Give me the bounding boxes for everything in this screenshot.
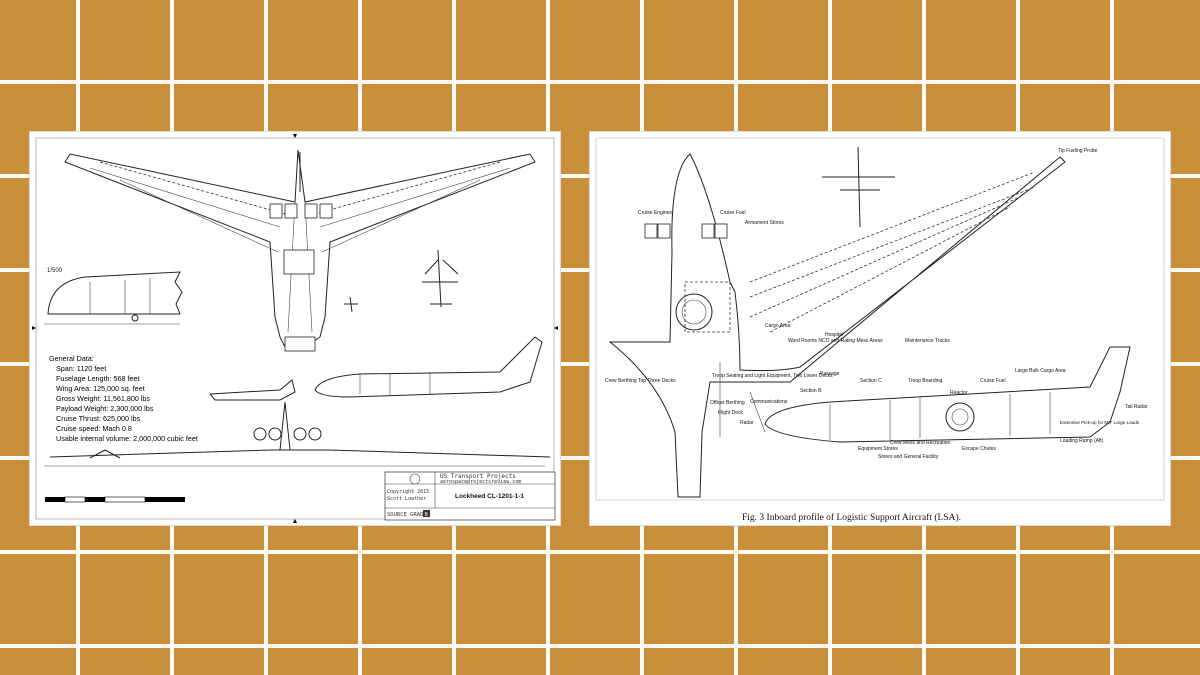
lsa-inboard-profile-drawing: Cruise Engines Cruise Fuel Armament Stor… [595,137,1165,523]
scale-label: 1/500 [47,268,63,274]
copyright-line-1: Copyright 2015 [387,489,429,495]
website-text: aerospaceprojectsreview.com [440,479,521,485]
spec-line: Cruise Thrust: 625,000 lbs [56,414,141,423]
right-blueprint-panel: Cruise Engines Cruise Fuel Armament Stor… [590,132,1170,525]
label-section-b: Section B [800,388,822,394]
spec-line: Wing Area: 125,000 sq. feet [56,384,145,393]
label-radar: Radar [740,420,754,426]
label-hospital: Hospital [825,332,843,338]
label-crew-berthing: Crew Berthing Top Three Decks [605,378,676,384]
drawing-title: Lockheed CL-1201-1-1 [455,493,524,500]
left-blueprint-panel: 1/500 General Data: Span: 1120 feet Fuse… [30,132,560,525]
label-extensive-pickup: Extensive Pick-up for MIT Large Loads [1060,420,1140,425]
label-maintenance-trucks: Maintenance Trucks [905,338,950,344]
label-officer-berthing: Officer Berthing [710,400,745,406]
copyright-line-2: Scott Lowther [387,496,426,502]
callout-labels: Cruise Engines Cruise Fuel Armament Stor… [605,148,1148,460]
label-troop-seating: Troop Seating and Light Equipment, Two L… [712,373,833,379]
source-grade-label: SOURCE GRADE [387,512,427,518]
front-view-aircraft [44,401,551,467]
label-cruise-fuel-2: Cruise Fuel [980,378,1006,384]
label-tip-fueling-probe: Tip Fueling Probe [1058,148,1097,154]
label-passage: Passage [820,371,840,377]
label-troop-boarding: Troop Boarding [908,378,942,384]
spec-line: Fuselage Length: 568 feet [56,374,140,383]
label-large-bulk-cargo: Large Bulk Cargo Area [1015,368,1066,374]
label-crew-mess: Crew Mess and Recreation [890,440,951,446]
spec-line: Usable internal volume: 2,000,000 cubic … [56,434,198,443]
label-ward-rooms: Ward Rooms NCO and Rating Mess Areas [788,338,883,344]
lsa-side-profile [764,346,1131,443]
label-section-c: Section C [860,378,882,384]
label-cruise-engines: Cruise Engines [638,210,672,216]
label-cruise-fuel: Cruise Fuel [720,210,746,216]
label-loading-ramp: Loading Ramp (Aft) [1060,438,1104,444]
figure-caption: Fig. 3 Inboard profile of Logistic Suppo… [742,512,961,523]
label-flight-deck: Flight Deck [718,410,744,416]
label-equipment-stores: Equipment Stores [858,446,898,452]
top-view-aircraft [64,149,536,352]
title-block: US Transport Projects aerospaceprojectsr… [384,471,556,521]
spec-line: Span: 1120 feet [56,364,106,373]
label-cargo-area: Cargo Area [765,323,791,329]
scale-bar [45,496,185,503]
side-view-aircraft [208,336,543,401]
spec-line: Cruise speed: Mach 0.8 [56,424,132,433]
general-data-block: General Data: Span: 1120 feet Fuselage L… [49,354,198,443]
scale-comparison-aircraft [344,249,459,313]
lsa-planform [608,146,1066,498]
label-communications: Communications [750,399,788,405]
project-title: US Transport Projects [440,473,516,480]
label-tail-radar: Tail Radar [1125,404,1148,410]
cl1201-three-view-drawing: 1/500 General Data: Span: 1120 feet Fuse… [32,134,558,523]
label-armament-stores: Armament Stores [745,220,784,226]
fuselage-profile-inset [44,271,183,325]
source-grade-value: B [425,512,429,518]
general-data-heading: General Data: [49,354,94,363]
label-reactor: Reactor [950,390,968,396]
label-escape-chutes: Escape Chutes [962,446,996,452]
label-stores-general: Stores and General Facility [878,454,939,460]
spec-line: Gross Weight: 11,561,800 lbs [56,394,150,403]
spec-line: Payload Weight: 2,300,000 lbs [56,404,154,413]
